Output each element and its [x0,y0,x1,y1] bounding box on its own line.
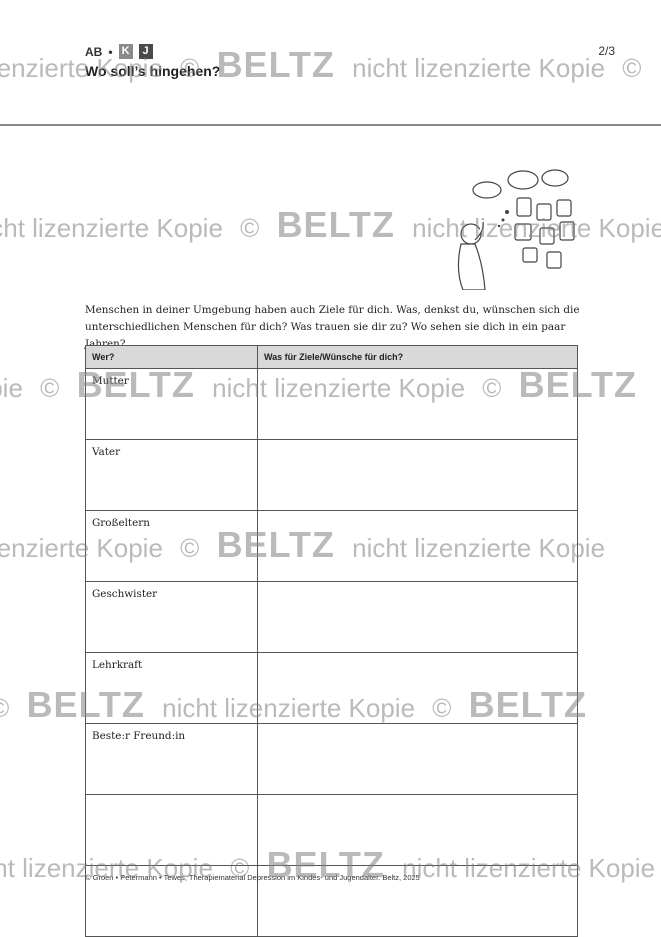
watermark-copyright: © [622,53,642,83]
answer-cell[interactable] [257,723,578,795]
thinking-child-illustration [457,169,575,290]
watermark-text: nicht lizenzierte Kopie [0,213,223,243]
worksheet-title: Wo soll’s hingehen? [85,63,221,79]
person-cell: Vater [85,439,258,511]
answer-cell[interactable] [257,581,578,653]
watermark-brand: BELTZ [276,204,395,245]
table-row [85,794,578,866]
column-header-who: Wer? [85,345,258,369]
watermark-copyright: © [0,693,9,723]
table-header-row: Wer? Was für Ziele/Wünsche für dich? [85,345,578,369]
table-row [85,865,578,937]
person-cell: Mutter [85,368,258,440]
sheet-type: AB [85,44,103,59]
table-row: Mutter [85,368,578,440]
person-cell: Großeltern [85,510,258,582]
table-row: Großeltern [85,510,578,582]
watermark-copyright: © [40,373,60,403]
answer-cell[interactable] [257,652,578,724]
watermark-copyright: © [240,213,260,243]
column-header-goals: Was für Ziele/Wünsche für dich? [257,345,578,369]
table-row: Lehrkraft [85,652,578,724]
person-cell[interactable] [85,794,258,866]
chip-k: K [118,44,133,59]
person-cell: Beste:r Freund:in [85,723,258,795]
page-header: AB • K J 2/3 Wo soll’s hingehen? [85,44,615,79]
person-cell[interactable] [85,865,258,937]
copyright-footer: © Groen • Petermann • Tewes, Therapiemat… [85,873,420,882]
table-row: Beste:r Freund:in [85,723,578,795]
answer-cell[interactable] [257,510,578,582]
sheet-meta: AB • K J [85,44,615,59]
page-number: 2/3 [598,44,615,58]
header-rule [0,124,661,126]
answer-cell[interactable] [257,865,578,937]
separator-dot: • [108,44,113,59]
table-row: Vater [85,439,578,511]
answer-cell[interactable] [257,794,578,866]
instructions-text: Menschen in deiner Umgebung haben auch Z… [85,304,580,350]
table-row: Geschwister [85,581,578,653]
person-cell: Geschwister [85,581,258,653]
answer-cell[interactable] [257,439,578,511]
person-cell: Lehrkraft [85,652,258,724]
watermark-text: nicht lizenzierte Kopie [0,373,23,403]
goals-table: Wer? Was für Ziele/Wünsche für dich? Mut… [85,345,578,937]
answer-cell[interactable] [257,368,578,440]
chip-j: J [138,44,153,59]
